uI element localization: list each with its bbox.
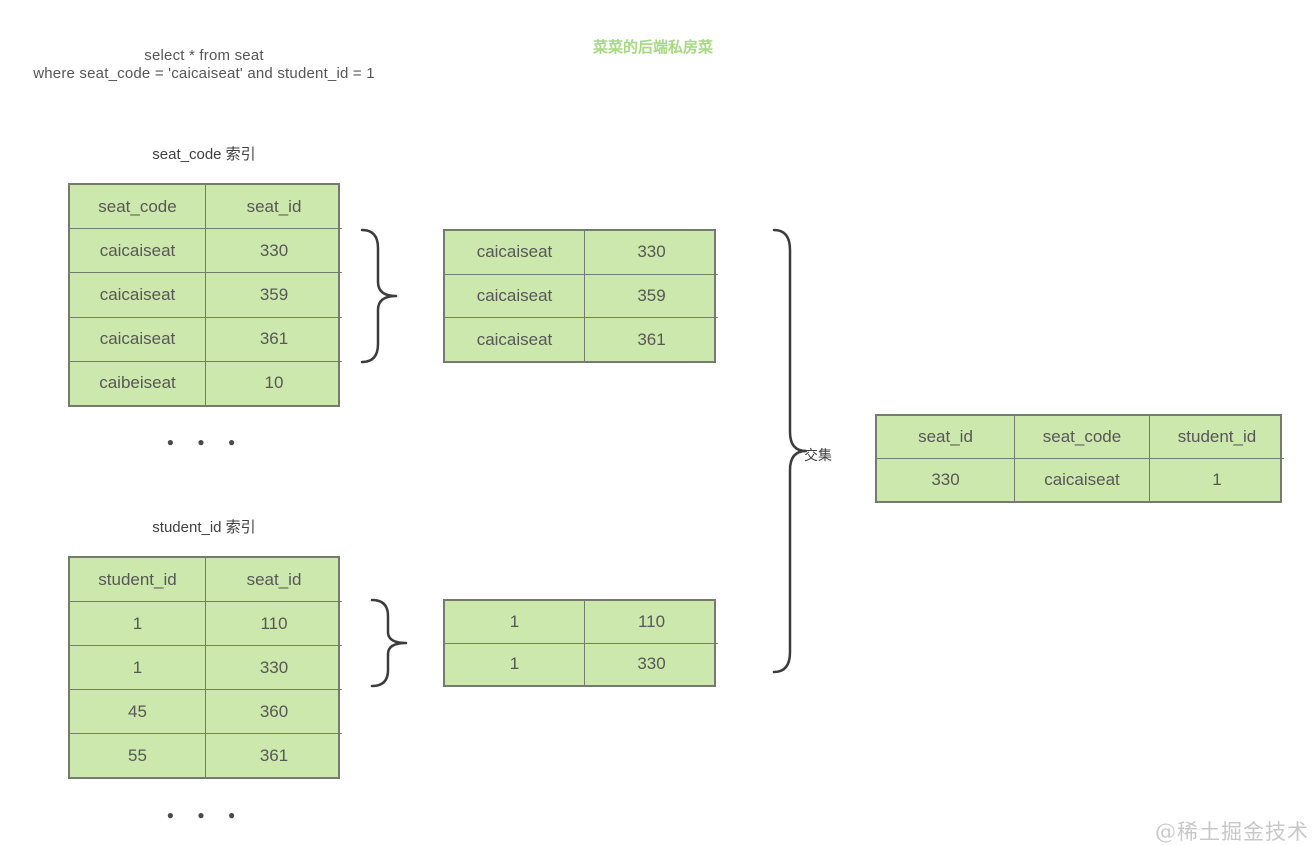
table-cell: 361 xyxy=(584,317,718,361)
column-header: seat_code xyxy=(98,196,177,216)
table-cell: 110 xyxy=(205,601,342,645)
table-cell: 1 xyxy=(70,601,205,645)
ellipsis-dots: ● ● ● xyxy=(166,435,246,449)
table-cell: 45 xyxy=(70,689,205,733)
watermark-top: 菜菜的后端私房菜 xyxy=(592,39,713,56)
ellipsis-dots: ● ● ● xyxy=(166,808,246,822)
table-cell: 361 xyxy=(205,316,342,361)
column-header: seat_id xyxy=(918,427,973,446)
column-header: student_id xyxy=(98,569,177,589)
table-cell: caicaiseat xyxy=(70,316,205,361)
table-cell: caicaiseat xyxy=(70,228,205,272)
table-cell: 1 xyxy=(509,611,520,631)
table-cell: 359 xyxy=(584,273,718,318)
table-cell: 330 xyxy=(205,228,342,273)
table-cell: caicaiseat xyxy=(476,242,553,262)
table-cell: caicaiseat xyxy=(1014,458,1149,501)
table-cell: 360 xyxy=(205,689,342,733)
column-header: seat_code xyxy=(1014,416,1149,458)
table-cell: 361 xyxy=(205,733,342,777)
sql-query-line2: where seat_code = 'caicaiseat' and stude… xyxy=(33,65,375,82)
brace-seat-code xyxy=(358,226,402,366)
column-header: seat_id xyxy=(205,185,342,229)
sql-query: select * from seat where seat_code = 'ca… xyxy=(4,47,404,83)
sql-query-line1: select * from seat xyxy=(144,47,264,64)
table-cell: 330 xyxy=(205,645,342,689)
table-cell: 55 xyxy=(70,733,205,777)
watermark-bottom-right: @稀土掘金技术 xyxy=(1155,820,1309,844)
column-header: seat_id xyxy=(205,558,342,601)
intersection-label: 交集 xyxy=(804,447,832,463)
table-cell: 1 xyxy=(1149,458,1284,501)
brace-intersection xyxy=(768,226,808,676)
table-cell: 1 xyxy=(70,645,205,689)
table-cell: 359 xyxy=(205,272,342,317)
brace-student-id xyxy=(368,596,412,690)
table-cell: 1 xyxy=(445,642,584,686)
table-cell: caicaiseat xyxy=(445,273,584,318)
table-cell: caicaiseat xyxy=(70,272,205,316)
table-cell: 330 xyxy=(877,458,1014,501)
table-cell: 10 xyxy=(205,360,342,405)
seat-code-index-label: seat_code 索引 xyxy=(152,146,256,163)
column-header: student_id xyxy=(1149,416,1284,458)
student-id-index-label: student_id 索引 xyxy=(152,519,256,536)
table-cell: caibeiseat xyxy=(70,360,205,405)
table-cell: 330 xyxy=(584,231,718,274)
table-cell: 110 xyxy=(584,601,718,643)
table-cell: 330 xyxy=(584,642,718,685)
table-cell: caicaiseat xyxy=(445,317,584,361)
